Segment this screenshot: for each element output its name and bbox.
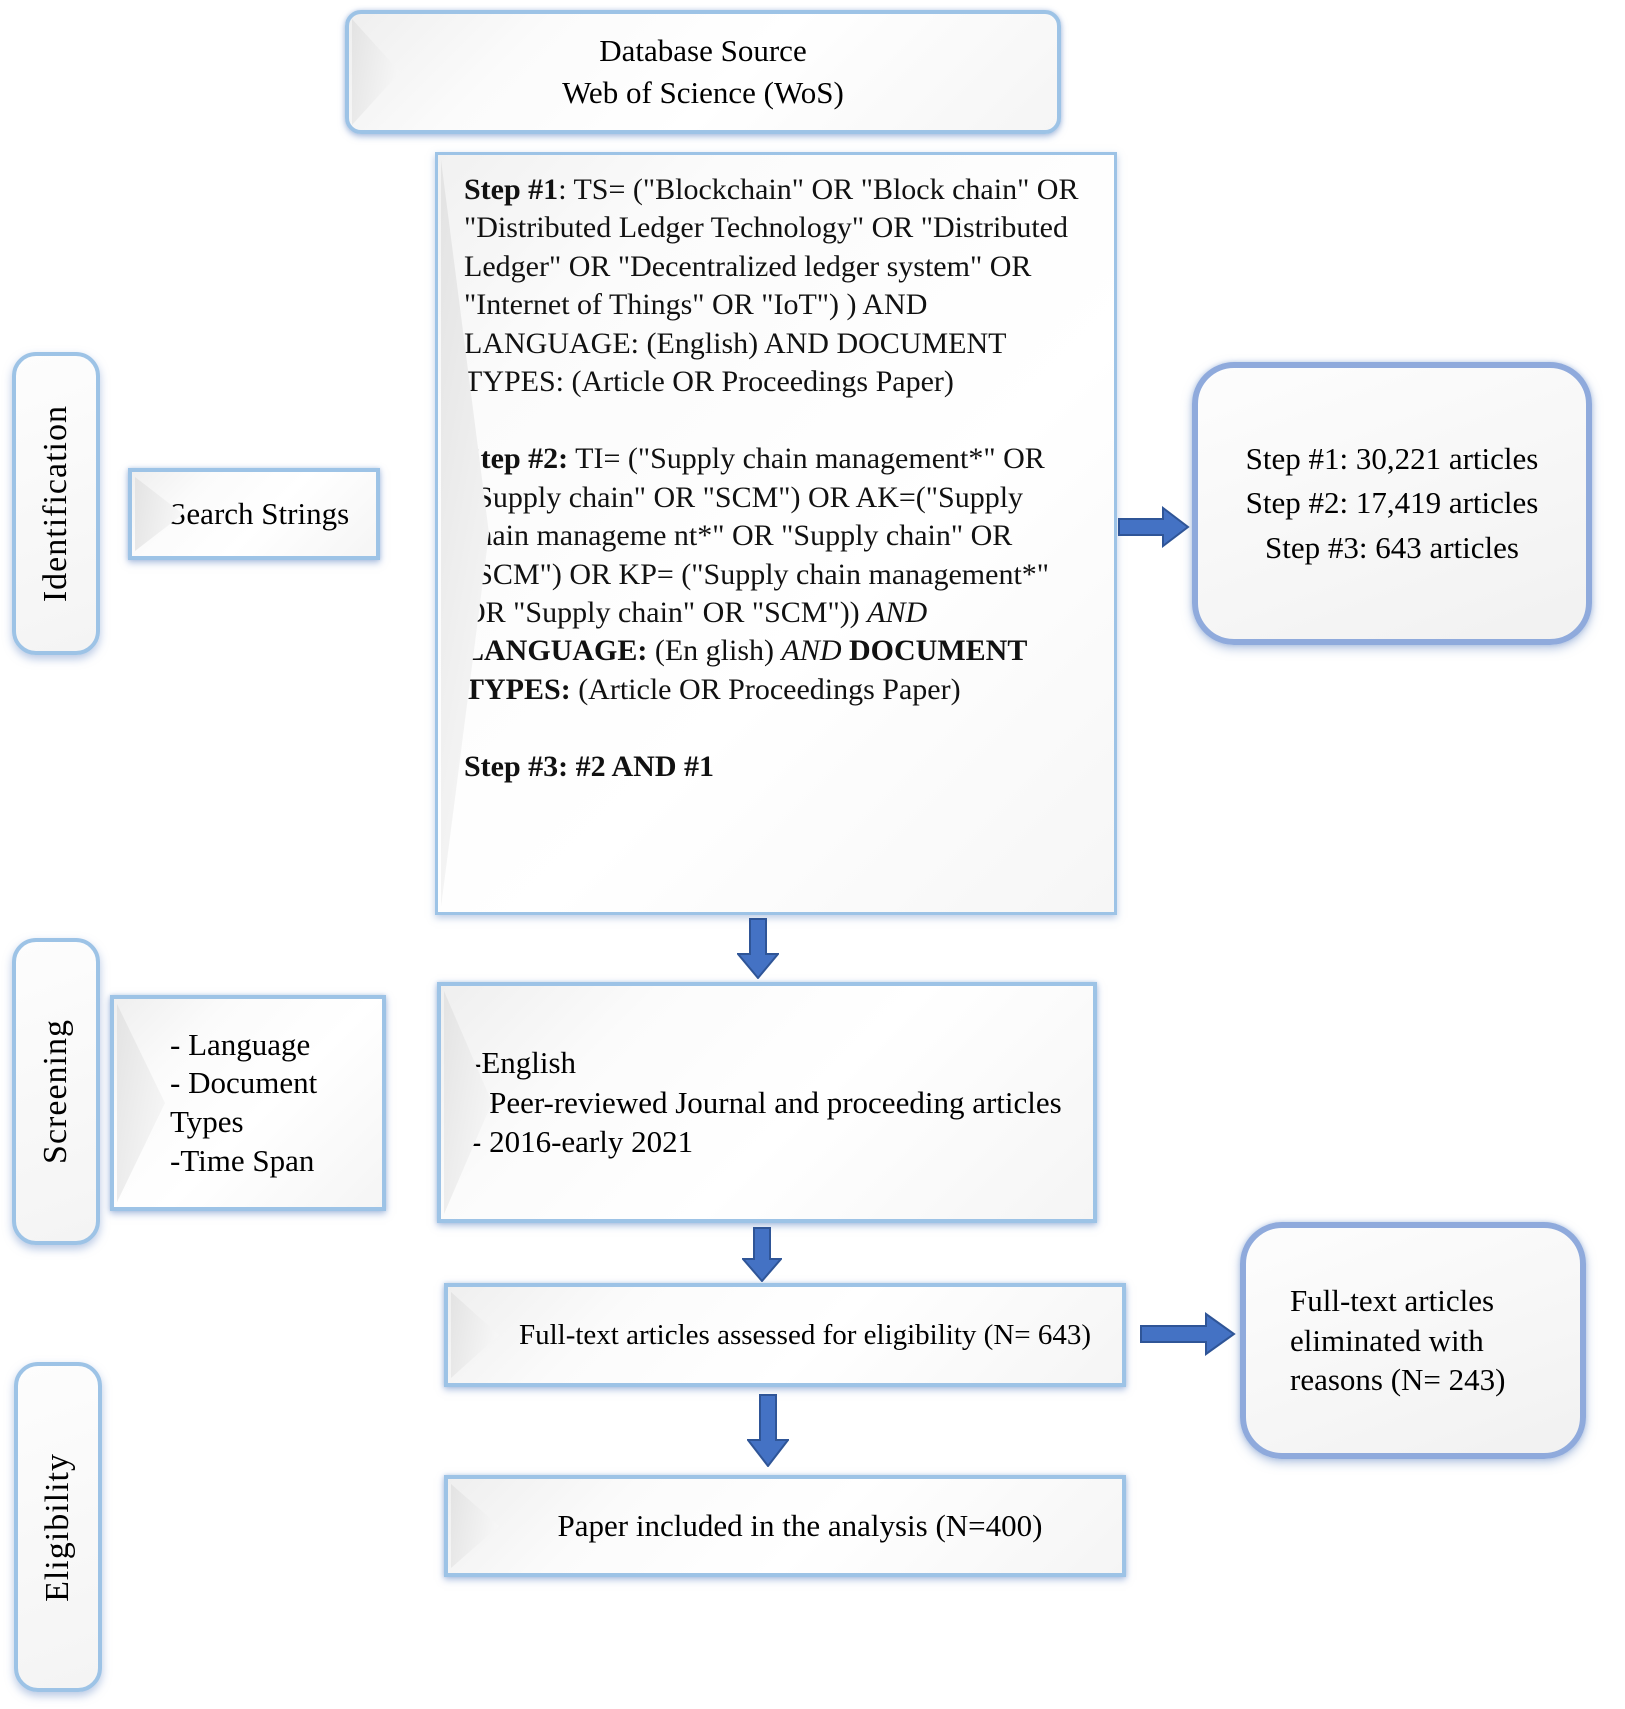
stage-eligibility: Eligibility [14, 1362, 102, 1692]
query-step3: Step #3: #2 AND #1 [464, 750, 715, 784]
query-step2: Step #2: TI= ("Supply chain management*"… [464, 442, 1050, 706]
screening-criteria-box: - Language - Document Types -Time Span [110, 995, 386, 1211]
count-step3: Step #3: 643 articles [1265, 529, 1519, 565]
screening-filters-box: -English - Peer-reviewed Journal and pro… [437, 982, 1097, 1223]
database-source-box: Database Source Web of Science (WoS) [345, 10, 1061, 134]
stage-identification-label: Identification [37, 404, 74, 603]
down-arrow-assessed-to-included [747, 1394, 789, 1467]
stage-eligibility-label: Eligibility [39, 1452, 76, 1602]
query-step1: Step #1: TS= ("Blockchain" OR "Block cha… [464, 173, 1079, 398]
search-query-box: Step #1: TS= ("Blockchain" OR "Block cha… [435, 152, 1117, 915]
fulltext-eliminated-box: Full-text articles eliminated with reaso… [1240, 1222, 1586, 1459]
down-arrow-query-to-filters [737, 918, 779, 979]
included-box: Paper included in the analysis (N=400) [444, 1475, 1126, 1577]
database-source-text: Database Source Web of Science (WoS) [562, 33, 844, 110]
stage-screening: Screening [12, 938, 100, 1245]
stage-identification: Identification [12, 352, 100, 655]
search-strings-box: -Search Strings [128, 468, 380, 560]
stage-screening-label: Screening [37, 1019, 74, 1164]
fulltext-assessed-box: Full-text articles assessed for eligibil… [444, 1283, 1126, 1387]
results-count-box: Step #1: 30,221 articles Step #2: 17,419… [1192, 362, 1592, 645]
count-step2: Step #2: 17,419 articles [1245, 485, 1539, 521]
right-arrow-query-to-counts [1118, 506, 1190, 548]
count-step1: Step #1: 30,221 articles [1245, 441, 1539, 477]
right-arrow-assessed-to-eliminated [1140, 1312, 1236, 1356]
down-arrow-filters-to-assessed [742, 1227, 782, 1282]
